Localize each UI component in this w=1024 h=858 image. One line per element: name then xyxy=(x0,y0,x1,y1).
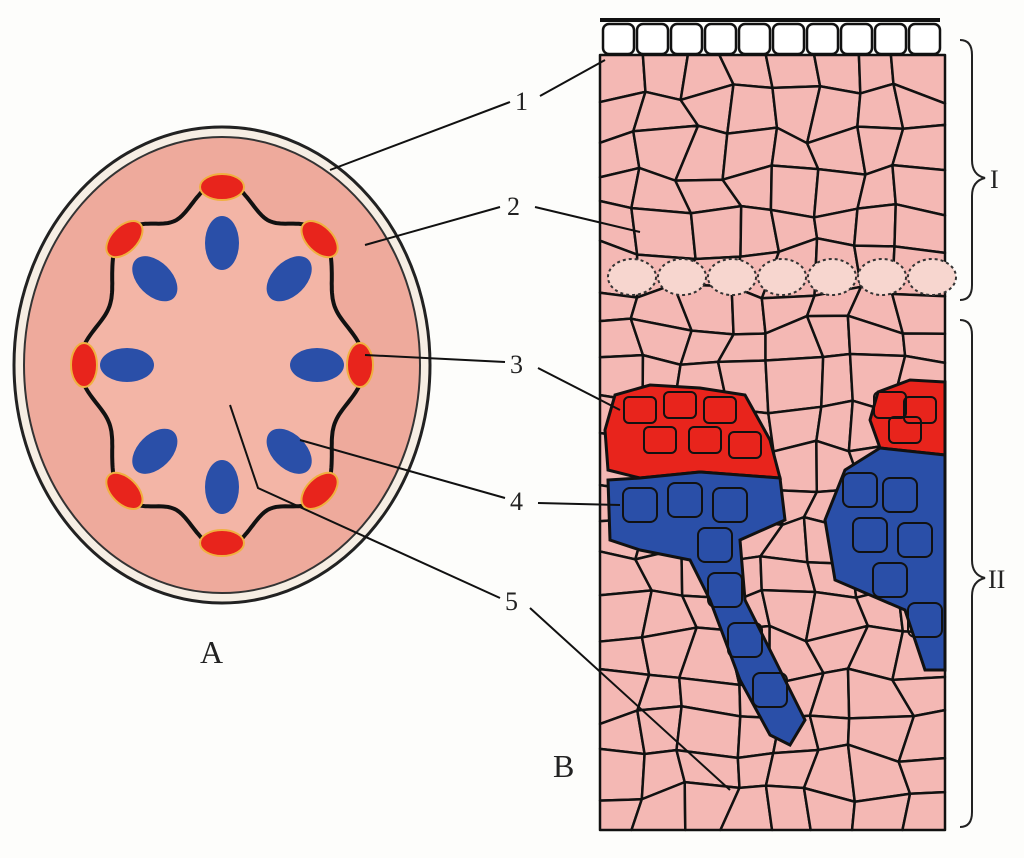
phloem-bundle xyxy=(199,173,245,201)
cell xyxy=(820,352,854,409)
xylem-bundle xyxy=(290,348,344,382)
xylem-bundle xyxy=(100,348,154,382)
epidermis-cell xyxy=(703,22,738,56)
sclerenchyma-cell xyxy=(757,258,807,296)
xylem-cell xyxy=(752,672,788,708)
label-1: 1 xyxy=(515,87,528,116)
label-4: 4 xyxy=(510,487,523,516)
phloem-cell xyxy=(728,431,762,459)
cell xyxy=(764,53,822,90)
cell xyxy=(890,292,947,336)
label-zone-2: II xyxy=(988,565,1005,594)
label-panel-b: B xyxy=(553,748,574,784)
xylem-bundle xyxy=(132,428,178,474)
cell xyxy=(901,790,947,832)
phloem-bundle xyxy=(105,471,144,510)
cell xyxy=(689,204,743,261)
cell xyxy=(630,206,697,261)
leader-2b xyxy=(534,206,641,233)
phloem-cell xyxy=(688,426,722,454)
phloem-bundle xyxy=(346,342,374,388)
phloem-cell xyxy=(703,396,737,424)
xylem-cell xyxy=(697,527,733,563)
xylem-cell xyxy=(727,622,763,658)
epidermis-cell xyxy=(839,22,874,56)
phloem-cell xyxy=(663,391,697,419)
epidermis-row xyxy=(601,22,942,56)
leader-4a xyxy=(299,439,506,499)
xylem-cell xyxy=(897,522,933,558)
xylem-bundle xyxy=(205,460,239,514)
epidermis-cell xyxy=(737,22,772,56)
xylem-cell xyxy=(882,477,918,513)
epidermis-cell xyxy=(873,22,908,56)
xylem-right xyxy=(823,446,947,672)
cell xyxy=(726,83,779,135)
phloem-bundle xyxy=(70,342,98,388)
sclerenchyma-cell xyxy=(607,258,657,296)
sclerenchyma-cell xyxy=(857,258,907,296)
sclerenchyma-cell xyxy=(657,258,707,296)
cell xyxy=(764,355,825,415)
cellular-section-b xyxy=(598,18,957,832)
epidermis-cell xyxy=(601,22,636,56)
sclerenchyma-cell xyxy=(807,258,857,296)
sclerenchyma-cell xyxy=(907,258,957,296)
phloem-bundle xyxy=(199,529,245,557)
leader-1a xyxy=(329,101,511,171)
label-zone-1: I xyxy=(990,165,999,194)
leader-3b xyxy=(537,367,621,411)
epidermis-cell xyxy=(635,22,670,56)
xylem-bundle xyxy=(266,256,312,302)
label-3: 3 xyxy=(510,350,523,379)
leader-5b xyxy=(529,607,731,791)
leader-5a xyxy=(229,404,501,599)
leader-4b xyxy=(537,502,621,506)
xylem-bundle xyxy=(132,256,178,302)
sclerenchyma-row xyxy=(607,258,957,296)
xylem-cell xyxy=(907,602,943,638)
leader-1b xyxy=(539,59,606,97)
cell xyxy=(598,747,646,802)
label-5: 5 xyxy=(505,587,518,616)
xylem-cell xyxy=(667,482,703,518)
xylem-cell xyxy=(707,572,743,608)
label-panel-a: A xyxy=(200,634,223,670)
bundle-cells xyxy=(622,391,943,708)
phloem-cell xyxy=(888,416,922,444)
sclerenchyma-cell xyxy=(707,258,757,296)
xylem-cell xyxy=(622,487,658,523)
epidermis-cell xyxy=(907,22,942,56)
phloem-bundle xyxy=(105,220,144,259)
label-2: 2 xyxy=(507,192,520,221)
bracket-zone-1 xyxy=(959,39,986,301)
xylem-cell xyxy=(852,517,888,553)
epidermis-cell xyxy=(669,22,704,56)
epidermis-cell xyxy=(805,22,840,56)
leader-lines xyxy=(229,59,731,791)
phloem-bundle xyxy=(300,471,339,510)
cell xyxy=(769,164,820,219)
xylem-cell xyxy=(872,562,908,598)
leader-2a xyxy=(364,206,501,246)
phloem-cell xyxy=(623,396,657,424)
bracket-zone-2 xyxy=(959,319,986,828)
vascular-bundles xyxy=(70,173,374,557)
xylem-bundle xyxy=(205,216,239,270)
cross-section-a xyxy=(12,125,432,605)
epidermis-cell xyxy=(771,22,806,56)
xylem-left xyxy=(606,470,807,747)
leader-3a xyxy=(364,354,506,363)
xylem-cell xyxy=(712,487,748,523)
xylem-cell xyxy=(842,472,878,508)
cell xyxy=(636,705,683,756)
cell xyxy=(852,202,897,248)
phloem-bundle xyxy=(300,220,339,259)
phloem-cell xyxy=(643,426,677,454)
